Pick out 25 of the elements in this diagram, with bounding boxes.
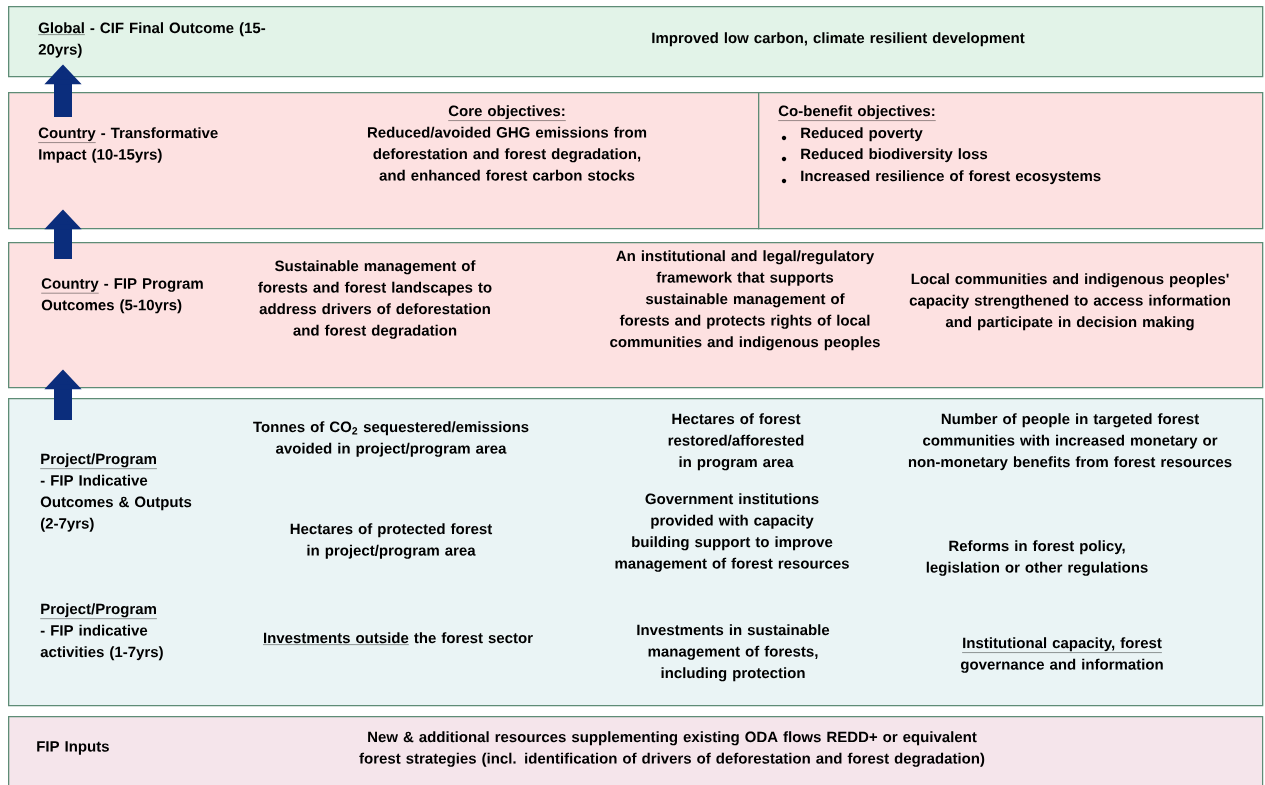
indicator-text: Number of people in targeted forest communities with increased monetary or non-monetary benefits from forest resources: [908, 413, 1232, 471]
objective-text: Core objectives: Reduced/avoided GHG emissions from deforestation and forest degradation, and enhanced forest carbon stocks: [368, 105, 647, 181]
level-heading: FIP Inputs: [37, 741, 109, 755]
indicator-text: Tonnes of CO$_{2}$ sequestered/emissions avoided in project/program area: [253, 421, 529, 457]
activity-text: Investments outside the forest sector: [262, 632, 533, 645]
level-heading: Project/Program - FIP Indicative Outcomes & Outputs (2-7yrs): [40, 453, 192, 532]
indicator-text: Government institutions provided with capacity building support to improve management of forest resources: [615, 493, 849, 572]
outcome-text: Sustainable management of forests and forest landscapes to address drivers of deforestation and forest degradation: [258, 260, 492, 339]
input-text: New & additional resources supplementing existing ODA flows REDD+ or equivalent forest strategies (incl. identification of drivers of deforestation and forest degradation): [359, 731, 985, 767]
outcome-text: Local communities and indigenous peoples' capacity strengthened to access information and participate in decision making: [909, 273, 1230, 331]
indicator-text: Hectares of forest restored/afforested in program area: [668, 413, 804, 471]
level-heading: Country - Transformative Impact (10-15yrs): [38, 127, 218, 163]
indicator-text: Reforms in forest policy, legislation or other regulations: [926, 540, 1148, 576]
outcome-text: Improved low carbon, climate resilient development: [652, 32, 1025, 47]
activity-text: Institutional capacity, forest governance and information: [960, 637, 1163, 673]
outcome-text: An institutional and legal/regulatory framework that supports sustainable management of forests and protects rights of local communities and indigenous peoples: [610, 250, 880, 351]
level-heading: Global - CIF Final Outcome (15-20yrs): [38, 22, 266, 58]
level-heading: Project/Program - FIP indicative activities (1-7yrs): [40, 603, 163, 661]
bullet-text: Increased resilience of forest ecosystems: [801, 170, 1101, 185]
objective-heading: Co-benefit objectives:: [778, 105, 936, 121]
indicator-text: Hectares of protected forest in project/program area: [290, 523, 493, 559]
bullet-text: Reduced poverty: [801, 127, 923, 142]
level-heading: Country - FIP Program Outcomes (5-10yrs): [41, 278, 203, 314]
activity-text: Investments in sustainable management of forests, including protection: [637, 624, 830, 682]
bullet-text: Reduced biodiversity loss: [801, 148, 988, 163]
